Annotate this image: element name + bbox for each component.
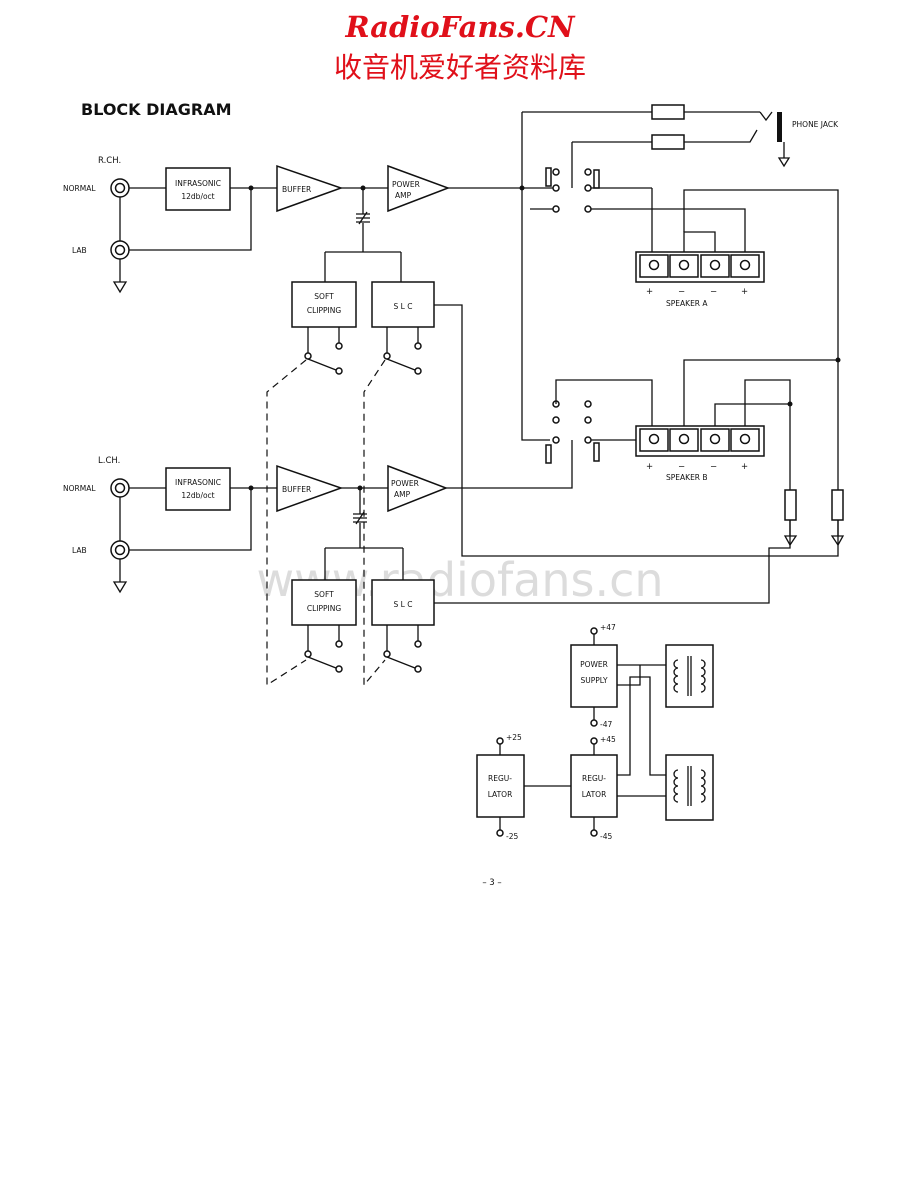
transformer-lower-block bbox=[665, 754, 714, 821]
speaker-a-pol-4: + bbox=[741, 287, 748, 297]
left-channel: L.CH. NORMAL LAB INFRASONIC 12db/oct BUF… bbox=[63, 440, 791, 673]
left-buffer-triangle bbox=[276, 464, 344, 513]
speaker-a-terminal-block bbox=[635, 251, 765, 283]
power-supply-section: POWER SUPPLY +47 -47 REGU- LATOR +45 -45… bbox=[476, 623, 714, 841]
right-power-amp-label-1: POWER bbox=[392, 180, 420, 189]
left-lab-jack-icon bbox=[110, 540, 130, 560]
left-normal-jack-icon bbox=[110, 478, 130, 498]
left-slc-switch-icon bbox=[383, 625, 422, 673]
left-soft-clipping-switch-icon bbox=[304, 625, 343, 673]
left-slc-label: S L C bbox=[394, 600, 413, 609]
regulator-left-label-1: REGU- bbox=[488, 774, 512, 783]
left-soft-clipping-block bbox=[291, 579, 357, 626]
right-slc-label: S L C bbox=[394, 302, 413, 311]
speaker-a-pol-3: − bbox=[710, 287, 717, 297]
left-power-amp-label-2: AMP bbox=[394, 490, 411, 499]
speaker-a-label: SPEAKER A bbox=[666, 299, 708, 308]
right-slc-switch-icon bbox=[383, 327, 422, 375]
left-normal-label: NORMAL bbox=[63, 484, 96, 493]
left-infrasonic-block bbox=[165, 467, 231, 511]
speaker-b-label: SPEAKER B bbox=[666, 473, 708, 482]
power-supply-label-1: POWER bbox=[580, 660, 608, 669]
speaker-switch-upper-icon bbox=[530, 167, 746, 252]
reg-left-top-rail: +25 bbox=[506, 733, 522, 742]
slc-gang-link bbox=[363, 359, 386, 687]
phone-resistor-upper bbox=[651, 104, 685, 120]
transformer-upper-block bbox=[665, 644, 714, 708]
left-buffer-label: BUFFER bbox=[282, 485, 311, 494]
load-resistor-left bbox=[784, 489, 797, 521]
speaker-b-pol-4: + bbox=[741, 462, 748, 472]
speaker-switch-lower-icon bbox=[545, 379, 653, 464]
speaker-b-terminal-block bbox=[635, 425, 765, 457]
speaker-a-pol-2: − bbox=[678, 287, 685, 297]
right-soft-clipping-label-1: SOFT bbox=[314, 292, 334, 301]
transformer-upper-icon bbox=[673, 656, 706, 696]
power-supply-block bbox=[570, 644, 618, 708]
right-ground-icon bbox=[112, 281, 128, 294]
right-buffer-triangle bbox=[276, 164, 344, 213]
right-lab-jack-icon bbox=[110, 240, 130, 260]
left-channel-label: L.CH. bbox=[98, 456, 120, 466]
regulator-left-block bbox=[476, 754, 525, 818]
right-infrasonic-label: INFRASONIC bbox=[175, 179, 221, 188]
phone-jack-icon bbox=[759, 111, 791, 168]
diagram-heading: BLOCK DIAGRAM bbox=[81, 100, 232, 119]
right-power-amp-triangle bbox=[387, 164, 451, 213]
right-soft-clipping-switch-icon bbox=[304, 327, 343, 375]
speaker-b-pol-2: − bbox=[678, 462, 685, 472]
output-section: PHONE JACK bbox=[521, 104, 845, 547]
regulator-right-label-1: REGU- bbox=[582, 774, 606, 783]
right-normal-label: NORMAL bbox=[63, 184, 96, 193]
left-power-amp-triangle bbox=[387, 464, 449, 513]
left-soft-clipping-label-2: CLIPPING bbox=[307, 604, 341, 613]
left-infrasonic-slope: 12db/oct bbox=[181, 491, 214, 500]
regulator-right-block bbox=[570, 754, 618, 818]
watermark-site: RadioFans.CN bbox=[344, 10, 576, 44]
load-ground-left-icon bbox=[783, 520, 798, 547]
speaker-b-pol-1: + bbox=[646, 462, 653, 472]
reg-right-bottom-rail: -45 bbox=[600, 832, 612, 841]
ps-top-rail: +47 bbox=[600, 623, 616, 632]
right-soft-clipping-label-2: CLIPPING bbox=[307, 306, 341, 315]
right-capacitor-icon bbox=[356, 211, 370, 225]
power-supply-label-2: SUPPLY bbox=[580, 676, 607, 685]
page-number: – 3 – bbox=[482, 878, 501, 888]
reg-left-bottom-rail: -25 bbox=[506, 832, 518, 841]
reg-right-top-rail: +45 bbox=[600, 735, 616, 744]
right-power-amp-label-2: AMP bbox=[395, 191, 412, 200]
left-infrasonic-label: INFRASONIC bbox=[175, 478, 221, 487]
speaker-a-pol-1: + bbox=[646, 287, 653, 297]
regulator-right-label-2: LATOR bbox=[582, 790, 607, 799]
right-slc-block bbox=[371, 281, 435, 328]
right-channel: R.CH. NORMAL LAB INFRASONIC 12db/oct BUF… bbox=[63, 156, 839, 557]
left-soft-clipping-label-1: SOFT bbox=[314, 590, 334, 599]
left-power-amp-label-1: POWER bbox=[391, 479, 419, 488]
right-channel-label: R.CH. bbox=[98, 156, 121, 166]
left-ground-icon bbox=[112, 581, 128, 594]
ps-bottom-rail: -47 bbox=[600, 720, 612, 729]
watermark-chinese: 收音机爱好者资料库 bbox=[334, 51, 586, 84]
regulator-left-label-2: LATOR bbox=[488, 790, 513, 799]
soft-clipping-gang-link bbox=[266, 359, 307, 687]
left-capacitor-icon bbox=[353, 511, 367, 525]
phone-resistor-lower bbox=[651, 134, 685, 150]
phone-jack-label: PHONE JACK bbox=[792, 120, 839, 129]
transformer-lower-icon bbox=[673, 766, 706, 806]
load-resistor-right bbox=[831, 489, 844, 521]
left-lab-label: LAB bbox=[72, 546, 87, 555]
right-buffer-label: BUFFER bbox=[282, 185, 311, 194]
right-infrasonic-block bbox=[165, 167, 231, 211]
right-soft-clipping-block bbox=[291, 281, 357, 328]
speaker-b-pol-3: − bbox=[710, 462, 717, 472]
right-lab-label: LAB bbox=[72, 246, 87, 255]
load-ground-right-icon bbox=[830, 520, 845, 547]
right-infrasonic-slope: 12db/oct bbox=[181, 192, 214, 201]
right-normal-jack-icon bbox=[110, 178, 130, 198]
